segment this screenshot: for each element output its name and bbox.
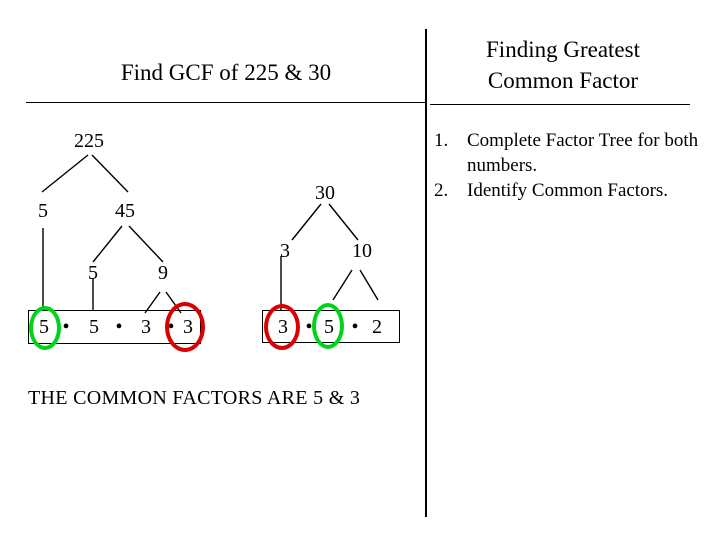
edge-30-to-10 xyxy=(328,203,359,241)
right-title-line-2: Common Factor xyxy=(487,68,639,93)
highlight-ellipse-red-225 xyxy=(165,302,205,352)
tree-225-node-5: 5 xyxy=(38,200,48,222)
header-rule-right xyxy=(430,104,690,105)
product-225-dot-2: • xyxy=(115,316,123,338)
product-225-dot-1: • xyxy=(62,316,70,338)
instruction-number-1: 1. xyxy=(434,130,449,151)
tree-225-root: 225 xyxy=(74,130,104,152)
edge-10-to-2 xyxy=(359,269,379,301)
instructions-list: 1. Complete Factor Tree for both numbers… xyxy=(434,128,700,203)
product-225-factor-3: 3 xyxy=(141,316,151,338)
edge-10-to-5 xyxy=(332,269,353,301)
product-30-dot-1: • xyxy=(305,315,313,338)
instruction-number-2: 2. xyxy=(434,180,449,201)
tree-225-node-45: 45 xyxy=(115,200,135,222)
left-panel-title: Find GCF of 225 & 30 xyxy=(120,60,332,85)
tree-30-node-3: 3 xyxy=(280,240,290,262)
product-30-dot-2: • xyxy=(351,315,359,338)
highlight-ellipse-green-225 xyxy=(29,306,61,350)
edge-225-to-5 xyxy=(41,154,89,193)
edge-45-to-9 xyxy=(128,225,164,263)
instruction-text-1: Complete Factor Tree for both numbers. xyxy=(467,130,699,176)
edge-225-to-45 xyxy=(91,154,129,193)
instruction-item-1: 1. Complete Factor Tree for both numbers… xyxy=(434,128,700,178)
tree-225-node-5b: 5 xyxy=(88,262,98,284)
highlight-ellipse-green-30 xyxy=(312,303,344,349)
tree-225-node-9: 9 xyxy=(158,262,168,284)
panel-divider xyxy=(425,29,427,517)
product-30-factor-3: 2 xyxy=(372,315,382,338)
tree-30-node-10: 10 xyxy=(352,240,372,262)
edge-30-to-3 xyxy=(291,203,322,241)
instruction-text-2: Identify Common Factors. xyxy=(467,180,669,201)
right-title-line-1: Finding Greatest xyxy=(486,37,640,62)
right-panel-title: Finding Greatest Common Factor xyxy=(434,34,692,96)
highlight-ellipse-red-30 xyxy=(264,304,300,350)
edge-45-to-5 xyxy=(92,225,123,263)
common-factors-statement: THE COMMON FACTORS ARE 5 & 3 xyxy=(28,387,361,409)
instruction-item-2: 2. Identify Common Factors. xyxy=(434,178,700,203)
tree-30-root: 30 xyxy=(315,182,335,204)
header-rule-left xyxy=(26,102,426,103)
product-225-factor-2: 5 xyxy=(89,316,99,338)
